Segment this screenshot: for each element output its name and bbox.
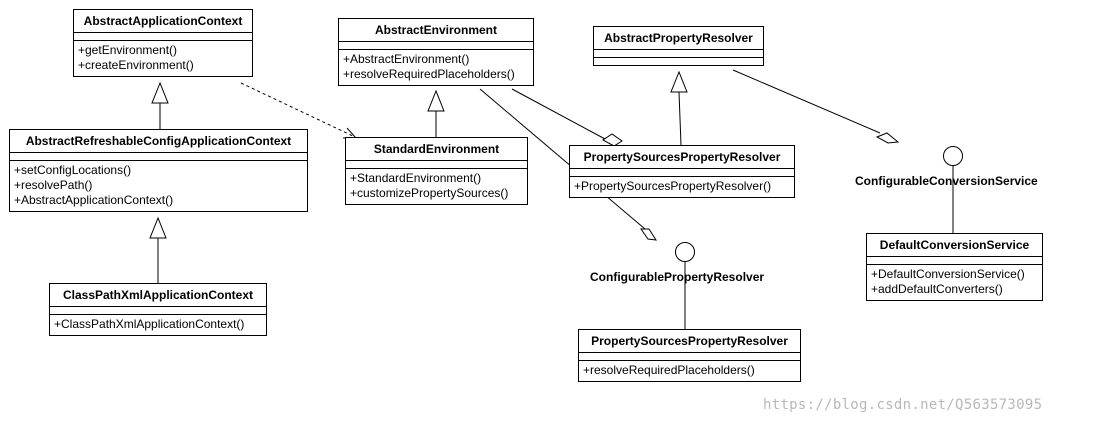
class-attributes [74,33,252,41]
class-name: AbstractRefreshableConfigApplicationCont… [10,130,307,153]
aggregation-diamond [602,133,623,147]
class-attributes [50,307,266,315]
class-abstract-property-resolver: AbstractPropertyResolver [593,26,764,66]
class-abstract-application-context: AbstractApplicationContext +getEnvironme… [73,9,253,77]
generalization-arrowhead [149,216,167,239]
operation: +ClassPathXmlApplicationContext() [54,317,245,331]
interface-lollipop-icon [675,242,695,262]
class-operations: +AbstractEnvironment() +resolveRequiredP… [339,50,533,85]
aggregation-line [479,88,646,230]
operation: +DefaultConversionService() [871,267,1025,281]
class-operations: +StandardEnvironment() +customizePropert… [346,169,527,204]
class-operations: +setConfigLocations() +resolvePath() +Ab… [10,161,307,211]
class-operations: +resolveRequiredPlaceholders() [579,361,800,381]
operation: +setConfigLocations() [14,163,132,177]
class-name: AbstractPropertyResolver [594,27,763,50]
generalization-arrowhead [151,81,169,104]
operation: +AbstractApplicationContext() [14,193,174,207]
class-property-sources-property-resolver: PropertySourcesPropertyResolver +Propert… [569,145,795,198]
aggregation-line [732,69,881,134]
class-operations [594,58,763,65]
class-attributes [339,42,533,50]
aggregation-line [511,88,606,140]
class-class-path-xml-application-context: ClassPathXmlApplicationContext +ClassPat… [49,283,267,336]
class-name: AbstractApplicationContext [74,10,252,33]
class-attributes [346,161,527,169]
operation: +PropertySourcesPropertyResolver() [574,179,772,193]
class-abstract-refreshable-config-application-context: AbstractRefreshableConfigApplicationCont… [9,129,308,212]
class-abstract-environment: AbstractEnvironment +AbstractEnvironment… [338,18,534,86]
operation: +resolveRequiredPlaceholders() [583,363,755,377]
class-operations: +ClassPathXmlApplicationContext() [50,315,266,335]
aggregation-diamond [875,132,900,144]
class-attributes [10,153,307,161]
class-name: StandardEnvironment [346,138,527,161]
class-operations: +DefaultConversionService() +addDefaultC… [867,265,1042,300]
class-name: ClassPathXmlApplicationContext [50,284,266,307]
watermark: https://blog.csdn.net/Q563573095 [763,397,1043,413]
operation: +customizePropertySources() [350,186,509,200]
class-attributes [594,50,763,58]
class-attributes [570,169,794,177]
operation: +StandardEnvironment() [350,171,482,185]
generalization-arrowhead [670,70,688,93]
class-standard-environment: StandardEnvironment +StandardEnvironment… [345,137,528,205]
class-attributes [579,353,800,361]
operation: +createEnvironment() [78,58,194,72]
class-property-sources-property-resolver-2: PropertySourcesPropertyResolver +resolve… [578,329,801,382]
operation: +resolveRequiredPlaceholders() [343,67,515,81]
interface-lollipop-icon [943,146,963,166]
class-operations: +getEnvironment() +createEnvironment() [74,41,252,76]
class-name: DefaultConversionService [867,234,1042,257]
operation: +AbstractEnvironment() [343,52,470,66]
generalization-arrowhead [427,89,445,112]
class-operations: +PropertySourcesPropertyResolver() [570,177,794,197]
interface-name: ConfigurableConversionService [855,174,1038,188]
class-name: PropertySourcesPropertyResolver [579,330,800,353]
operation: +resolvePath() [14,178,93,192]
interface-name: ConfigurablePropertyResolver [590,270,765,284]
operation: +addDefaultConverters() [871,282,1003,296]
class-name: AbstractEnvironment [339,19,533,42]
operation: +getEnvironment() [78,43,178,57]
class-name: PropertySourcesPropertyResolver [570,146,794,169]
class-default-conversion-service: DefaultConversionService +DefaultConvers… [866,233,1043,301]
generalization-line [678,91,682,146]
aggregation-diamond [640,228,657,241]
class-attributes [867,257,1042,265]
